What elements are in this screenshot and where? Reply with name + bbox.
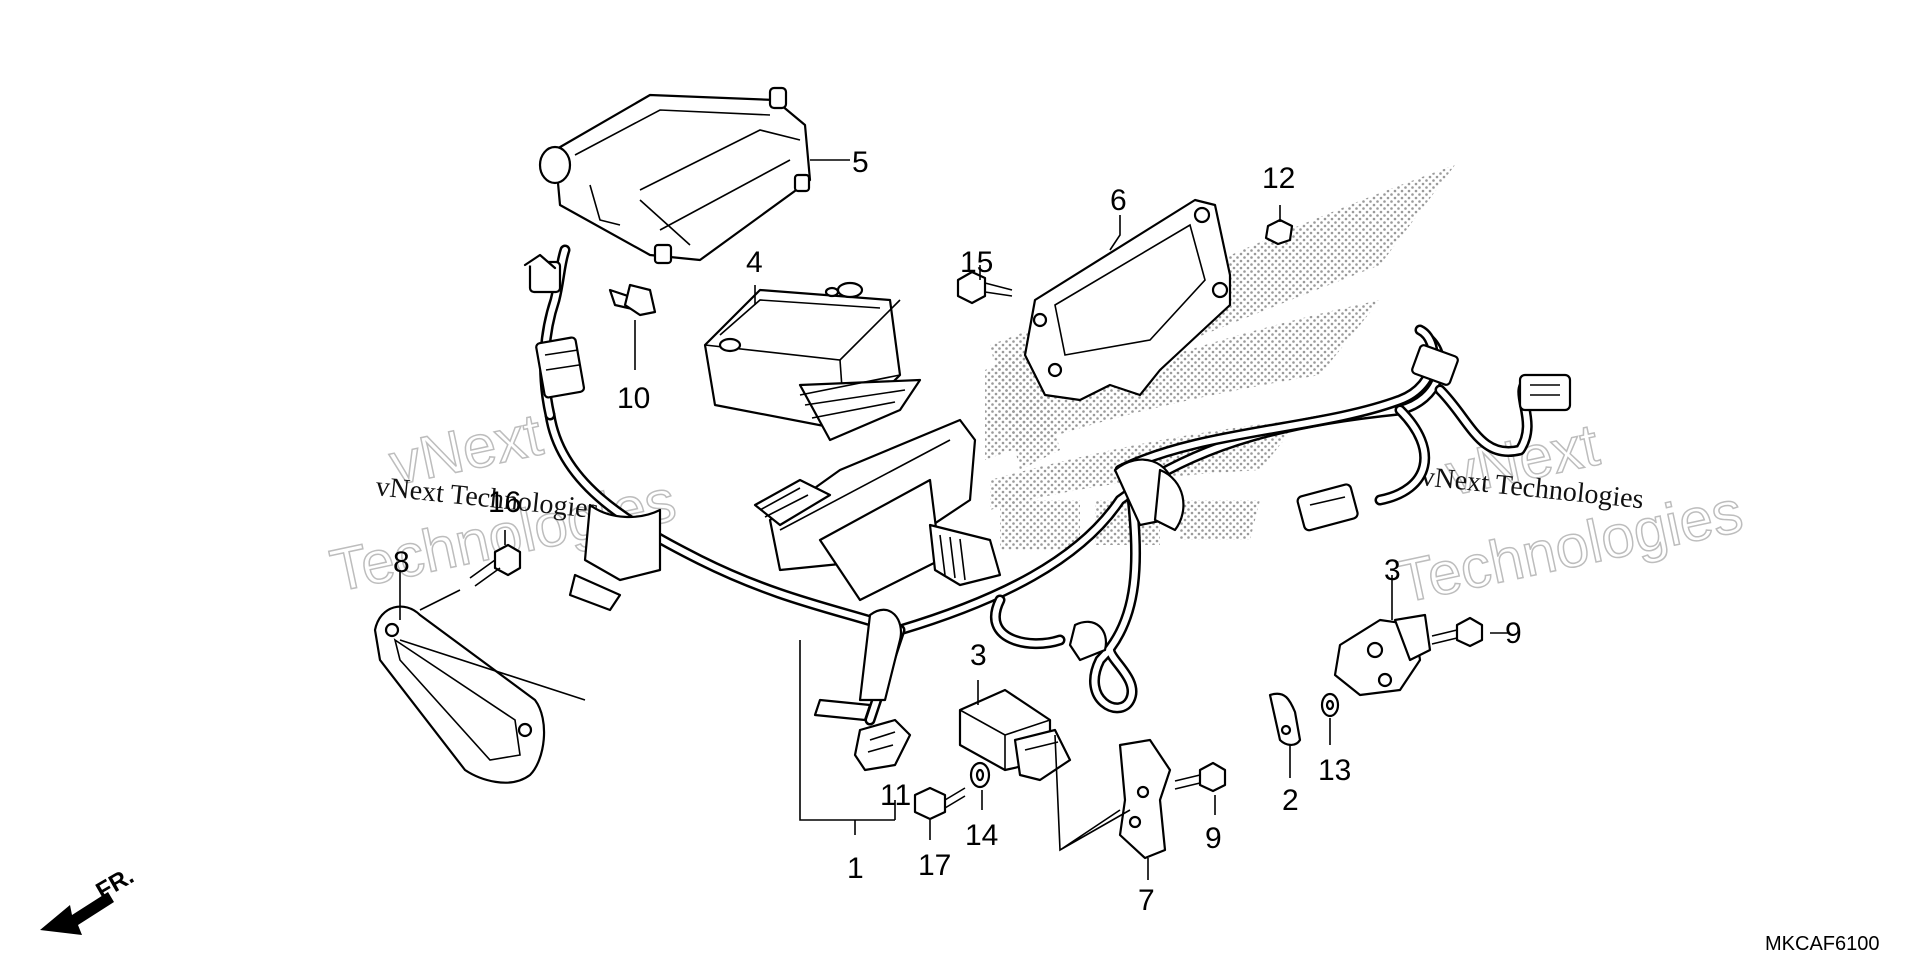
callout-9-bottom: 9 [1205,822,1222,855]
bolt-9-right [1431,616,1484,648]
part-5-housing [538,86,812,265]
bolt-10 [608,283,657,317]
part-4-control-unit [703,281,922,442]
callout-3-right: 3 [1384,554,1401,587]
bolt-16 [469,543,522,587]
washer-13 [1320,692,1340,718]
callout-15: 15 [960,246,993,279]
callout-7: 7 [1138,884,1155,917]
part-7-bracket [1118,738,1172,860]
callout-12: 12 [1262,162,1295,195]
part-1-wire-harness [523,244,1572,726]
callout-6: 6 [1110,184,1127,217]
callout-14: 14 [965,819,998,852]
part-6-bracket-plate [1023,198,1232,402]
part-3-sensor-right [1333,613,1432,697]
part-8-shield-plate [373,605,546,784]
callout-8: 8 [393,546,410,579]
leader-lines [399,159,1510,880]
callout-3-left: 3 [970,639,987,672]
bolt-17 [913,786,966,821]
front-arrow-icon [40,892,114,935]
diagram-code: MKCAF6100 [1765,933,1880,955]
callout-11: 11 [880,779,911,812]
callout-16: 16 [488,486,521,519]
part-11-connector [853,718,912,772]
part-2-stay [1268,692,1302,746]
callout-9-right: 9 [1505,617,1522,650]
bolt-15 [956,270,1013,305]
front-direction-indicator: FR. [40,862,138,935]
callout-10: 10 [617,382,650,415]
bolt-12 [1264,218,1294,246]
washer-14 [969,761,991,789]
callout-17: 17 [918,849,951,882]
callout-13: 13 [1318,754,1351,787]
callout-2: 2 [1282,784,1299,817]
central-unit [753,418,1002,602]
callout-5: 5 [852,146,869,179]
bolt-9-bottom [1174,761,1227,793]
callout-numbers: 5 4 6 12 15 10 16 8 3 3 9 11 1 17 14 9 7… [393,146,1522,917]
callout-1: 1 [847,852,864,885]
callout-4: 4 [746,246,763,279]
